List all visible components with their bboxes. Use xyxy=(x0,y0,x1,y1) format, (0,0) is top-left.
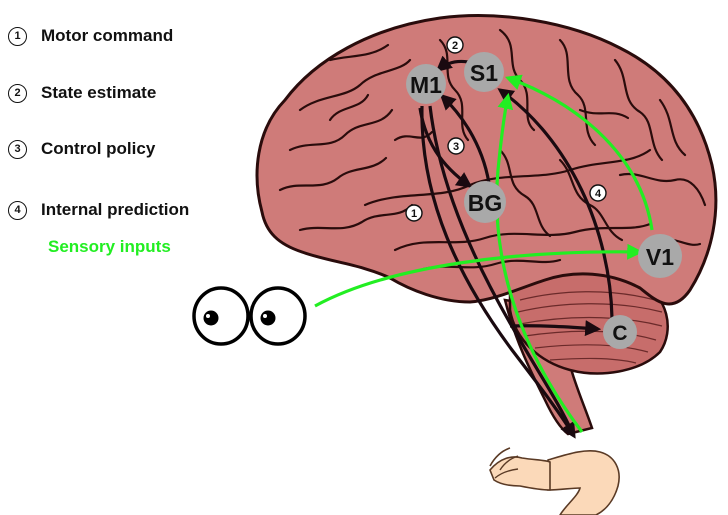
v1-label: V1 xyxy=(646,244,674,270)
s1-label: S1 xyxy=(470,60,498,86)
legend-num-4: 4 xyxy=(8,201,27,220)
legend-label-motor-command: Motor command xyxy=(41,26,173,46)
legend-sensory-inputs: Sensory inputs xyxy=(48,237,171,257)
arm xyxy=(490,448,619,515)
eyes xyxy=(194,288,305,344)
legend-control-policy: 3 Control policy xyxy=(8,139,155,159)
left-eye xyxy=(194,288,248,344)
legend-num-1: 1 xyxy=(8,27,27,46)
bg-label: BG xyxy=(468,190,503,216)
legend-num-3: 3 xyxy=(8,140,27,159)
right-eye xyxy=(251,288,305,344)
m1-label: M1 xyxy=(410,72,442,98)
motor-command-marker: 1 xyxy=(411,208,417,220)
legend-label-control-policy: Control policy xyxy=(41,139,155,159)
legend-num-2: 2 xyxy=(8,84,27,103)
legend-motor-command: 1 Motor command xyxy=(8,26,173,46)
legend-label-state-estimate: State estimate xyxy=(41,83,156,103)
legend-label-internal-prediction: Internal prediction xyxy=(41,200,189,220)
control-policy-marker: 3 xyxy=(453,141,459,153)
c-label: C xyxy=(612,322,627,345)
state-estimate-marker: 2 xyxy=(452,40,458,52)
internal-prediction-marker: 4 xyxy=(595,188,602,200)
right-pupil xyxy=(261,311,276,326)
legend-internal-prediction: 4 Internal prediction xyxy=(8,200,189,220)
legend-state-estimate: 2 State estimate xyxy=(8,83,156,103)
left-pupil xyxy=(204,311,219,326)
